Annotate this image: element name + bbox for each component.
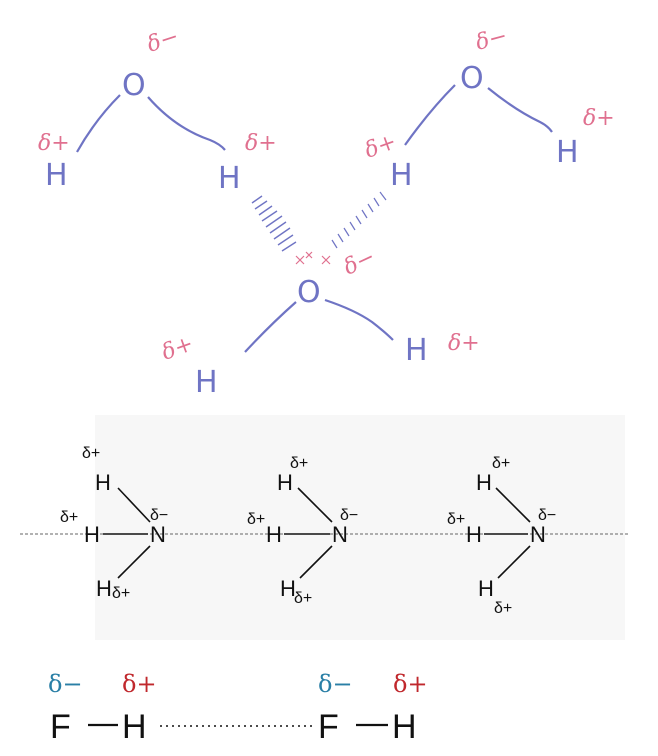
hydrogen-fluoride-hydrogen-bond-diagram: δ− δ+ δ− δ+ F H F H <box>0 650 658 756</box>
hydrogen-top: H <box>476 470 492 495</box>
hydrogen-top: H <box>277 470 293 495</box>
hydrogen-left-charge: δ+ <box>60 509 78 526</box>
hydrogen-bottom: H <box>96 576 112 601</box>
water-left-hydrogen-2-charge: δ+ <box>245 131 277 156</box>
water-left-hydrogen-2: H <box>218 161 241 196</box>
hydrogen-2-charge: δ+ <box>393 670 428 698</box>
hydrogen-top: H <box>95 470 111 495</box>
ammonia-diagram-canvas: N δ− H δ+ H δ+ H δ+ N δ− H δ+ H δ+ H δ+ <box>20 415 628 640</box>
n-h-bond-bottom <box>497 545 531 579</box>
bond-right-water-h2 <box>487 87 553 133</box>
hf-diagram-canvas: δ− δ+ δ− δ+ F H F H <box>48 670 428 746</box>
bond-left-water-h2 <box>147 96 226 151</box>
nitrogen-atom: N <box>530 522 546 547</box>
nitrogen-atom: N <box>150 522 166 547</box>
water-right-hydrogen-1: H <box>390 158 413 193</box>
hydrogen-bottom: H <box>280 576 296 601</box>
hydrogen-top-charge: δ+ <box>492 455 510 472</box>
water-left-hydrogen-1-charge: δ+ <box>38 131 70 156</box>
bond-right-water-h1 <box>404 84 456 146</box>
n-h-bond-bottom <box>299 545 333 579</box>
n-h-bond-bottom <box>117 545 151 579</box>
ammonia-panel-background <box>95 415 625 640</box>
bond-center-water-h1 <box>244 301 297 353</box>
hydrogen-bottom: H <box>478 576 494 601</box>
water-center-hydrogen-2: H <box>405 333 428 368</box>
hydrogen-left-charge: δ+ <box>247 511 265 528</box>
fluorine-2-charge: δ− <box>318 670 353 698</box>
ammonia-molecule-1: N δ− H δ+ H δ+ H δ+ <box>60 445 168 602</box>
water-center-hydrogen-1: H <box>195 365 218 400</box>
water-left-oxygen: O <box>122 68 146 103</box>
hydrogen-bottom-charge: δ+ <box>112 585 130 602</box>
water-right-hydrogen-2-charge: δ+ <box>583 106 615 131</box>
n-h-bond-top <box>297 487 333 523</box>
fluorine-1-charge: δ− <box>48 670 83 698</box>
water-right-hydrogen-2: H <box>556 135 579 170</box>
fluorine-atom-2: F <box>318 708 339 746</box>
ammonia-hydrogen-bond-diagram: N δ− H δ+ H δ+ H δ+ N δ− H δ+ H δ+ H δ+ <box>0 410 658 650</box>
fluorine-atom-1: F <box>50 708 71 746</box>
nitrogen-charge: δ− <box>340 507 358 524</box>
bond-center-water-h2 <box>324 298 394 341</box>
hydrogen-bottom-charge: δ+ <box>494 600 512 617</box>
nitrogen-charge: δ− <box>538 507 556 524</box>
hydrogen-top-charge: δ+ <box>82 445 100 462</box>
water-center-hydrogen-2-charge: δ+ <box>448 331 480 356</box>
hydrogen-atom-1: H <box>122 708 147 746</box>
hydrogen-bond-hash-left <box>251 195 297 252</box>
water-hydrogen-bond-diagram: O δ− H δ+ H δ+ O δ− H δ+ H δ+ O δ− H δ+ … <box>38 23 615 400</box>
water-left-hydrogen-1: H <box>45 158 68 193</box>
hydrogen-top-charge: δ+ <box>290 455 308 472</box>
water-right-oxygen-charge: δ− <box>473 23 510 55</box>
hydrogen-left: H <box>84 522 100 547</box>
hydrogen-left-charge: δ+ <box>447 511 465 528</box>
water-left-oxygen-charge: δ− <box>144 24 182 58</box>
center-oxygen-lone-pair-marks <box>295 251 331 265</box>
hydrogen-bottom-charge: δ+ <box>294 590 312 607</box>
water-right-oxygen: O <box>460 61 484 96</box>
n-h-bond-top <box>495 487 531 523</box>
nitrogen-atom: N <box>332 522 348 547</box>
bond-left-water-h1 <box>76 94 121 153</box>
hydrogen-left: H <box>266 522 282 547</box>
water-center-oxygen: O <box>297 275 321 310</box>
water-diagram-canvas: O δ− H δ+ H δ+ O δ− H δ+ H δ+ O δ− H δ+ … <box>38 23 615 400</box>
ammonia-molecule-3: N δ− H δ+ H δ+ H δ+ <box>447 455 556 617</box>
hydrogen-left: H <box>466 522 482 547</box>
hydrogen-atom-2: H <box>392 708 417 746</box>
water-center-hydrogen-1-charge: δ+ <box>159 331 197 365</box>
hydrogen-bond-hash-right <box>331 191 387 249</box>
hydrogen-1-charge: δ+ <box>122 670 157 698</box>
ammonia-molecule-2: N δ− H δ+ H δ+ H δ+ <box>247 455 358 607</box>
n-h-bond-top <box>117 487 151 523</box>
water-center-oxygen-charge: δ− <box>340 244 379 280</box>
nitrogen-charge: δ− <box>150 507 168 524</box>
